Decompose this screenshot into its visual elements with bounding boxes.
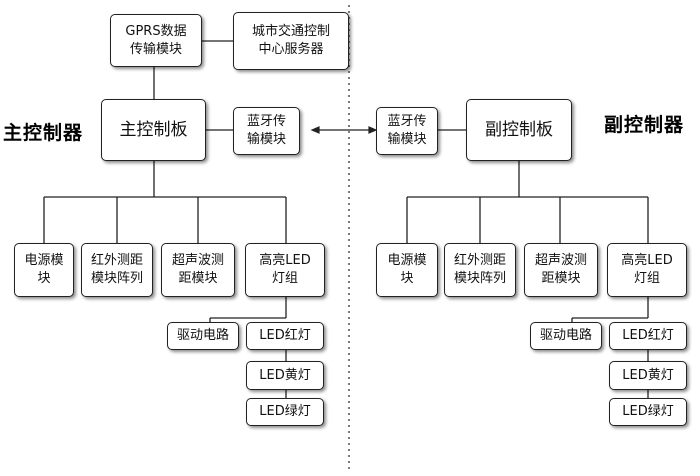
sub-board-label: 副控制板 [485, 119, 553, 140]
left-power-line1: 电源模 [24, 253, 64, 269]
traffic-server-box: 城市交通控制中心服务器 [233, 12, 349, 70]
right-led-yellow-label: LED黄灯 [622, 367, 674, 383]
left-us-line1: 超声波测 [171, 253, 224, 269]
right-led-group-box: 高亮LED 灯组 [607, 243, 687, 297]
left-infrared-module-box: 红外测距模块阵列 [81, 243, 153, 297]
server-line1: 城市交通控制 [251, 24, 330, 40]
left-bluetooth-module-box: 蓝牙传输模块 [233, 107, 300, 155]
left-driver-label: 驱动电路 [176, 328, 229, 344]
right-bt-line2: 输模块 [387, 132, 427, 147]
left-led-green-box: LED绿灯 [246, 398, 324, 426]
right-ir-line1: 红外测距 [453, 253, 506, 269]
right-power-module-box: 电源模块 [376, 243, 438, 297]
left-led-line1: 高亮LED [259, 253, 311, 269]
right-ultrasonic-module-box: 超声波测距模块 [524, 243, 598, 297]
left-power-line2: 块 [37, 271, 51, 286]
right-bluetooth-module-box: 蓝牙传输模块 [376, 107, 438, 155]
left-driver-circuit-box: 驱动电路 [167, 322, 239, 350]
right-led-line1: 高亮LED [621, 253, 673, 269]
gprs-module-box: GPRS数据传输模块 [110, 14, 202, 67]
right-led-green-box: LED绿灯 [609, 398, 687, 426]
right-driver-circuit-box: 驱动电路 [530, 322, 602, 350]
right-infrared-module-box: 红外测距模块阵列 [444, 243, 516, 297]
server-line2: 中心服务器 [258, 42, 324, 57]
right-led-green-label: LED绿灯 [622, 404, 674, 420]
right-power-line1: 电源模 [387, 253, 427, 269]
sub-control-board-box: 副控制板 [466, 99, 572, 161]
left-led-yellow-label: LED黄灯 [259, 367, 311, 383]
left-led-green-label: LED绿灯 [259, 404, 311, 420]
main-board-label: 主控制板 [119, 119, 188, 140]
gprs-line1: GPRS数据 [125, 23, 187, 39]
left-ir-line2: 模块阵列 [90, 271, 143, 286]
left-led-line2: 灯组 [271, 271, 298, 286]
left-us-line2: 距模块 [178, 271, 218, 286]
right-power-line2: 块 [400, 271, 414, 286]
left-led-group-box: 高亮LED 灯组 [245, 243, 325, 297]
sub-controller-title: 副控制器 [604, 114, 685, 136]
main-control-board-box: 主控制板 [101, 99, 206, 161]
right-us-line2: 距模块 [541, 271, 581, 286]
left-led-red-box: LED红灯 [246, 322, 324, 350]
left-led-red-label: LED红灯 [259, 328, 311, 344]
right-bt-line1: 蓝牙传 [387, 114, 427, 130]
left-led-yellow-box: LED黄灯 [246, 361, 324, 390]
right-led-yellow-box: LED黄灯 [609, 361, 687, 390]
left-bt-line1: 蓝牙传 [246, 114, 286, 130]
main-controller-title: 主控制器 [3, 122, 84, 144]
left-bt-line2: 输模块 [246, 132, 286, 147]
right-us-line1: 超声波测 [534, 253, 587, 269]
left-ir-line1: 红外测距 [90, 253, 143, 269]
right-led-red-label: LED红灯 [622, 328, 674, 344]
right-led-line2: 灯组 [633, 271, 660, 286]
gprs-line2: 传输模块 [129, 41, 182, 57]
left-power-module-box: 电源模块 [14, 243, 74, 297]
right-driver-label: 驱动电路 [539, 328, 592, 344]
right-led-red-box: LED红灯 [609, 322, 687, 350]
bluetooth-link-arrow [310, 126, 378, 134]
left-ultrasonic-module-box: 超声波测距模块 [161, 243, 235, 297]
right-ir-line2: 模块阵列 [453, 271, 506, 286]
